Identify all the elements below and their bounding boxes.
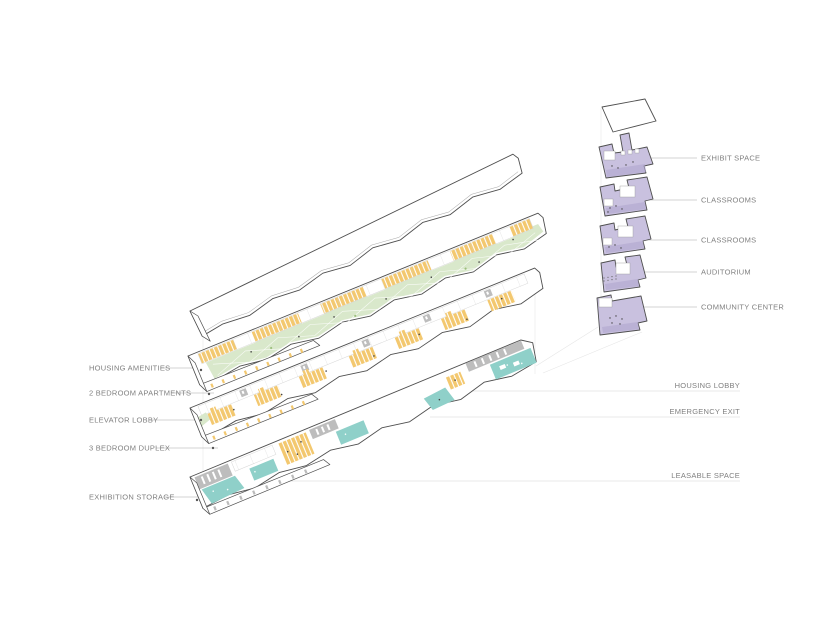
plate-classrooms-1 <box>599 176 654 217</box>
side-face <box>189 459 331 515</box>
furniture-dots <box>250 238 514 353</box>
leader-lines-lower-right <box>250 390 740 482</box>
label-classrooms-1: CLASSROOMS <box>701 196 756 205</box>
label-3-bedroom-duplex: 3 BEDROOM DUPLEX <box>89 444 170 453</box>
floor-plate-duplex <box>189 267 544 444</box>
plate-exhibit-space <box>598 132 654 179</box>
side-face <box>187 340 321 392</box>
label-community-center: COMMUNITY CENTER <box>701 303 784 312</box>
label-leasable-space: LEASABLE SPACE <box>671 471 740 480</box>
label-emergency-exit: EMERGENCY EXIT <box>670 407 741 416</box>
program-blocks <box>194 340 537 504</box>
leader-dots <box>195 368 215 502</box>
plate-auditorium <box>600 254 647 293</box>
lower-right-labels: HOUSING LOBBY EMERGENCY EXIT LEASABLE SP… <box>670 381 741 480</box>
label-housing-lobby: HOUSING LOBBY <box>675 381 740 390</box>
label-2-bedroom-apartments: 2 BEDROOM APARTMENTS <box>89 389 191 398</box>
community-stack <box>596 98 657 336</box>
roof-plate <box>189 153 523 342</box>
furniture-dots <box>212 362 523 493</box>
label-exhibit-space: EXHIBIT SPACE <box>701 154 760 163</box>
duplex-unit-clusters <box>207 290 516 425</box>
label-housing-amenities: HOUSING AMENITIES <box>89 364 170 373</box>
construction-lines <box>202 108 643 500</box>
label-elevator-lobby: ELEVATOR LOBBY <box>89 416 158 425</box>
floor-plate-exhibition-storage <box>189 339 537 515</box>
community-roof-plate <box>601 98 657 133</box>
label-auditorium: AUDITORIUM <box>701 268 751 277</box>
leader-lines-community <box>636 157 697 308</box>
plate-classrooms-2 <box>599 215 652 256</box>
furniture-dots <box>233 297 503 411</box>
apartment-room-blocks <box>197 218 534 365</box>
left-labels: HOUSING AMENITIES 2 BEDROOM APARTMENTS E… <box>89 364 191 502</box>
community-stack-labels: EXHIBIT SPACE CLASSROOMS CLASSROOMS AUDI… <box>701 154 784 312</box>
plate-community-center <box>596 294 648 336</box>
side-face <box>189 393 319 444</box>
floor-plate-housing-amenities <box>187 212 547 392</box>
label-classrooms-2: CLASSROOMS <box>701 236 756 245</box>
label-exhibition-storage: EXHIBITION STORAGE <box>89 493 175 502</box>
landscape-band <box>205 223 544 379</box>
